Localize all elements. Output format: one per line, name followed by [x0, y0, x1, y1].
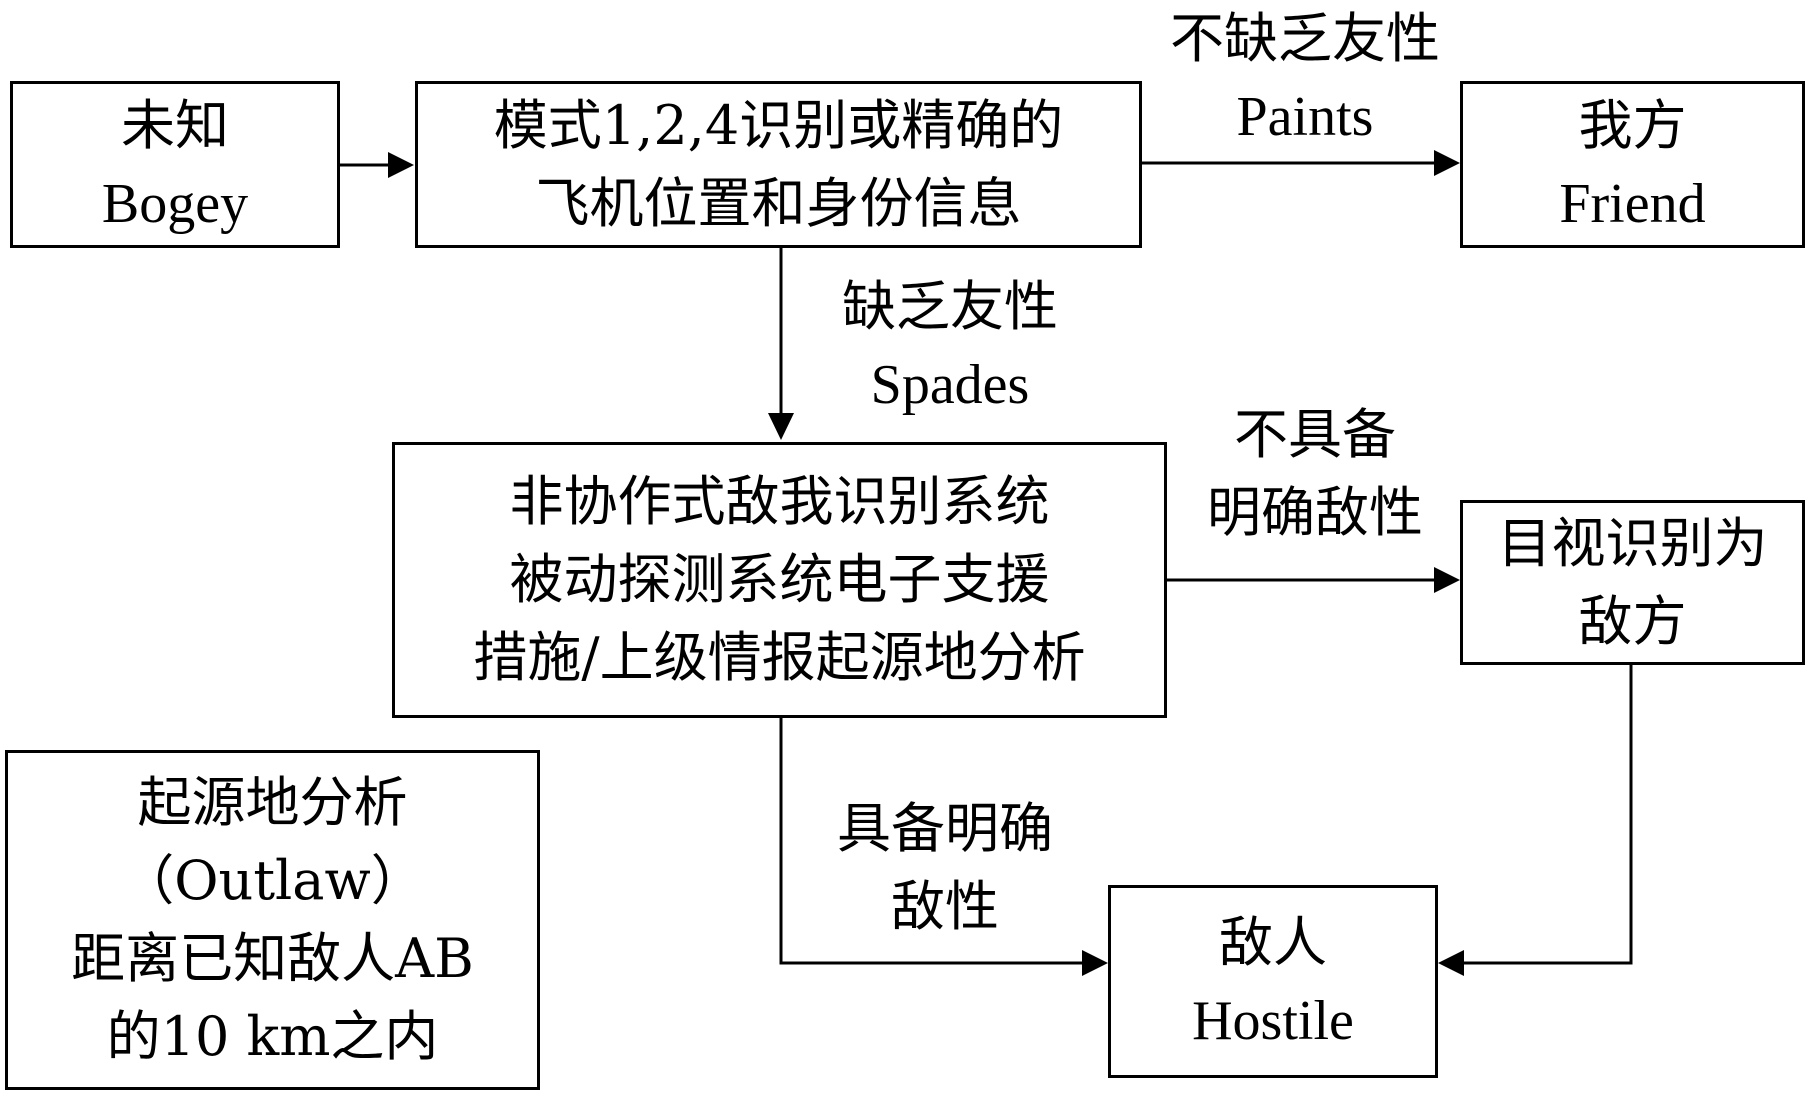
edge-label-spades-zh: 缺乏友性	[842, 275, 1058, 338]
node-unknown-en: Bogey	[101, 172, 249, 235]
node-outlaw-line4: 的10 km之内	[106, 1005, 439, 1068]
node-visual: 目视识别为 敌方	[1460, 500, 1805, 665]
arrow-visual-to-hostile	[1443, 664, 1633, 965]
node-friend: 我方 Friend	[1460, 81, 1805, 248]
edge-label-has-hostile: 具备明确 敌性	[790, 790, 1100, 946]
arrowhead-noncoop-to-hostile	[1082, 950, 1108, 976]
node-noncoop-line1: 非协作式敌我识别系统	[509, 470, 1050, 533]
node-outlaw-line2: （Outlaw）	[120, 849, 425, 912]
node-noncoop: 非协作式敌我识别系统 被动探测系统电子支援 措施/上级情报起源地分析	[392, 442, 1167, 718]
node-unknown-zh: 未知	[121, 93, 229, 157]
node-visual-line2: 敌方	[1578, 589, 1687, 653]
node-hostile-en: Hostile	[1192, 989, 1354, 1052]
edge-label-paints: 不缺乏友性 Paints	[1120, 0, 1490, 156]
node-noncoop-line2: 被动探测系统电子支援	[509, 548, 1050, 611]
node-mode-id: 模式1,2,4识别或精确的 飞机位置和身份信息	[415, 81, 1142, 248]
node-friend-en: Friend	[1559, 172, 1706, 235]
arrowhead-mode-to-noncoop	[768, 413, 794, 440]
edge-label-spades: 缺乏友性 Spades	[795, 268, 1105, 424]
node-friend-zh: 我方	[1578, 93, 1687, 157]
edge-label-has-hostile-line2: 敌性	[891, 875, 999, 938]
node-unknown: 未知 Bogey	[10, 81, 340, 248]
arrowhead-noncoop-to-visual	[1434, 567, 1460, 593]
edge-label-paints-en: Paints	[1236, 86, 1374, 148]
node-mode-id-line2: 飞机位置和身份信息	[535, 171, 1022, 235]
edge-label-no-hostile-line1: 不具备	[1234, 403, 1396, 466]
arrowhead-unknown-to-mode	[388, 152, 414, 178]
node-visual-line1: 目视识别为	[1497, 511, 1768, 575]
edge-label-has-hostile-line1: 具备明确	[837, 797, 1053, 860]
node-noncoop-line3: 措施/上级情报起源地分析	[473, 626, 1086, 689]
node-outlaw-line1: 起源地分析	[137, 771, 408, 834]
edge-label-spades-en: Spades	[870, 354, 1030, 416]
edge-label-no-hostile-line2: 明确敌性	[1207, 481, 1423, 544]
node-outlaw-line3: 距离已知敌人AB	[71, 927, 474, 990]
edge-label-paints-zh: 不缺乏友性	[1170, 7, 1440, 70]
arrowhead-visual-to-hostile	[1438, 950, 1464, 976]
node-mode-id-line1: 模式1,2,4识别或精确的	[493, 93, 1064, 157]
arrow-noncoop-to-hostile	[779, 717, 1103, 965]
node-hostile: 敌人 Hostile	[1108, 885, 1438, 1078]
edge-label-no-hostile: 不具备 明确敌性	[1175, 396, 1455, 552]
node-outlaw: 起源地分析 （Outlaw） 距离已知敌人AB 的10 km之内	[5, 750, 540, 1090]
arrowhead-mode-to-friend	[1434, 150, 1460, 176]
node-hostile-zh: 敌人	[1219, 910, 1327, 974]
